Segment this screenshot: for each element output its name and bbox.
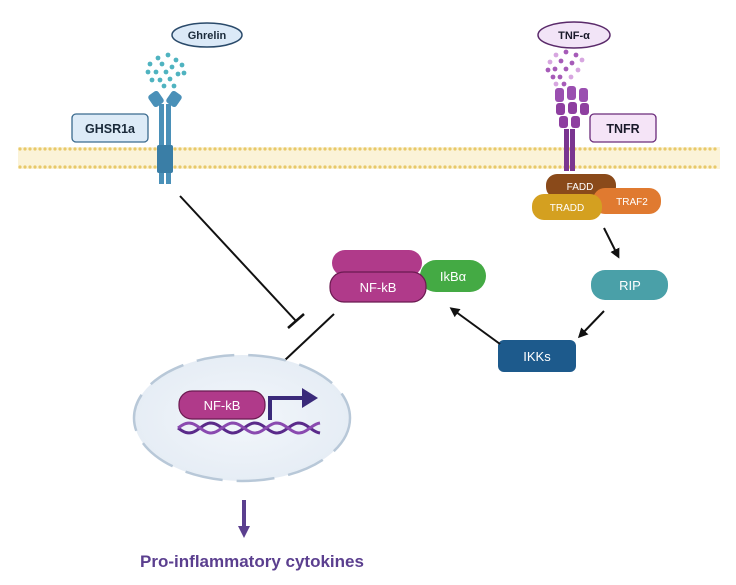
rip-node: RIP — [591, 270, 668, 300]
ghrelin-particles-icon — [145, 52, 187, 89]
tnfr-label-box: TNFR — [589, 113, 657, 143]
nuclear-nfkb-label: NF-kB — [204, 398, 241, 413]
ghrelin-ligand: Ghrelin — [171, 22, 243, 48]
transcription-start-icon — [268, 388, 318, 420]
ghsr1a-receptor-icon — [148, 91, 182, 184]
ikks-node: IKKs — [498, 340, 576, 372]
fadd-label: FADD — [567, 182, 594, 193]
ghsr1a-label: GHSR1a — [85, 122, 136, 136]
rip-label: RIP — [619, 278, 641, 293]
tnf-particles-icon — [545, 49, 585, 87]
adaptor-complex: FADD TRAF2 TRADD — [532, 174, 661, 220]
ikba-label: IkBα — [440, 269, 467, 284]
dna-helix-icon — [177, 421, 321, 435]
ghsr1a-label-box: GHSR1a — [71, 113, 149, 143]
tnfr-receptor-icon — [555, 86, 589, 171]
ghrelin-inhibition-line — [179, 195, 305, 329]
ghrelin-label: Ghrelin — [188, 30, 227, 42]
tradd-label: TRADD — [550, 203, 584, 214]
tnfr-label: TNFR — [606, 122, 639, 136]
ikks-label: IKKs — [523, 349, 551, 364]
arrow-ikks-to-ikba — [449, 307, 501, 345]
arrow-rip-to-ikks — [577, 310, 605, 339]
nfkb-label: NF-kB — [360, 280, 397, 295]
nuclear-nfkb: NF-kB — [178, 390, 266, 420]
cytokines-label: Pro-inflammatory cytokines — [140, 552, 364, 571]
traf2-label: TRAF2 — [616, 197, 648, 208]
tnf-label: TNF-α — [558, 30, 590, 42]
arrow-adaptor-to-rip — [603, 227, 620, 259]
tnf-ligand: TNF-α — [537, 21, 611, 49]
nfkb-ikba-complex: IkBα NF-kB — [329, 250, 486, 303]
cell-membrane — [18, 147, 720, 169]
